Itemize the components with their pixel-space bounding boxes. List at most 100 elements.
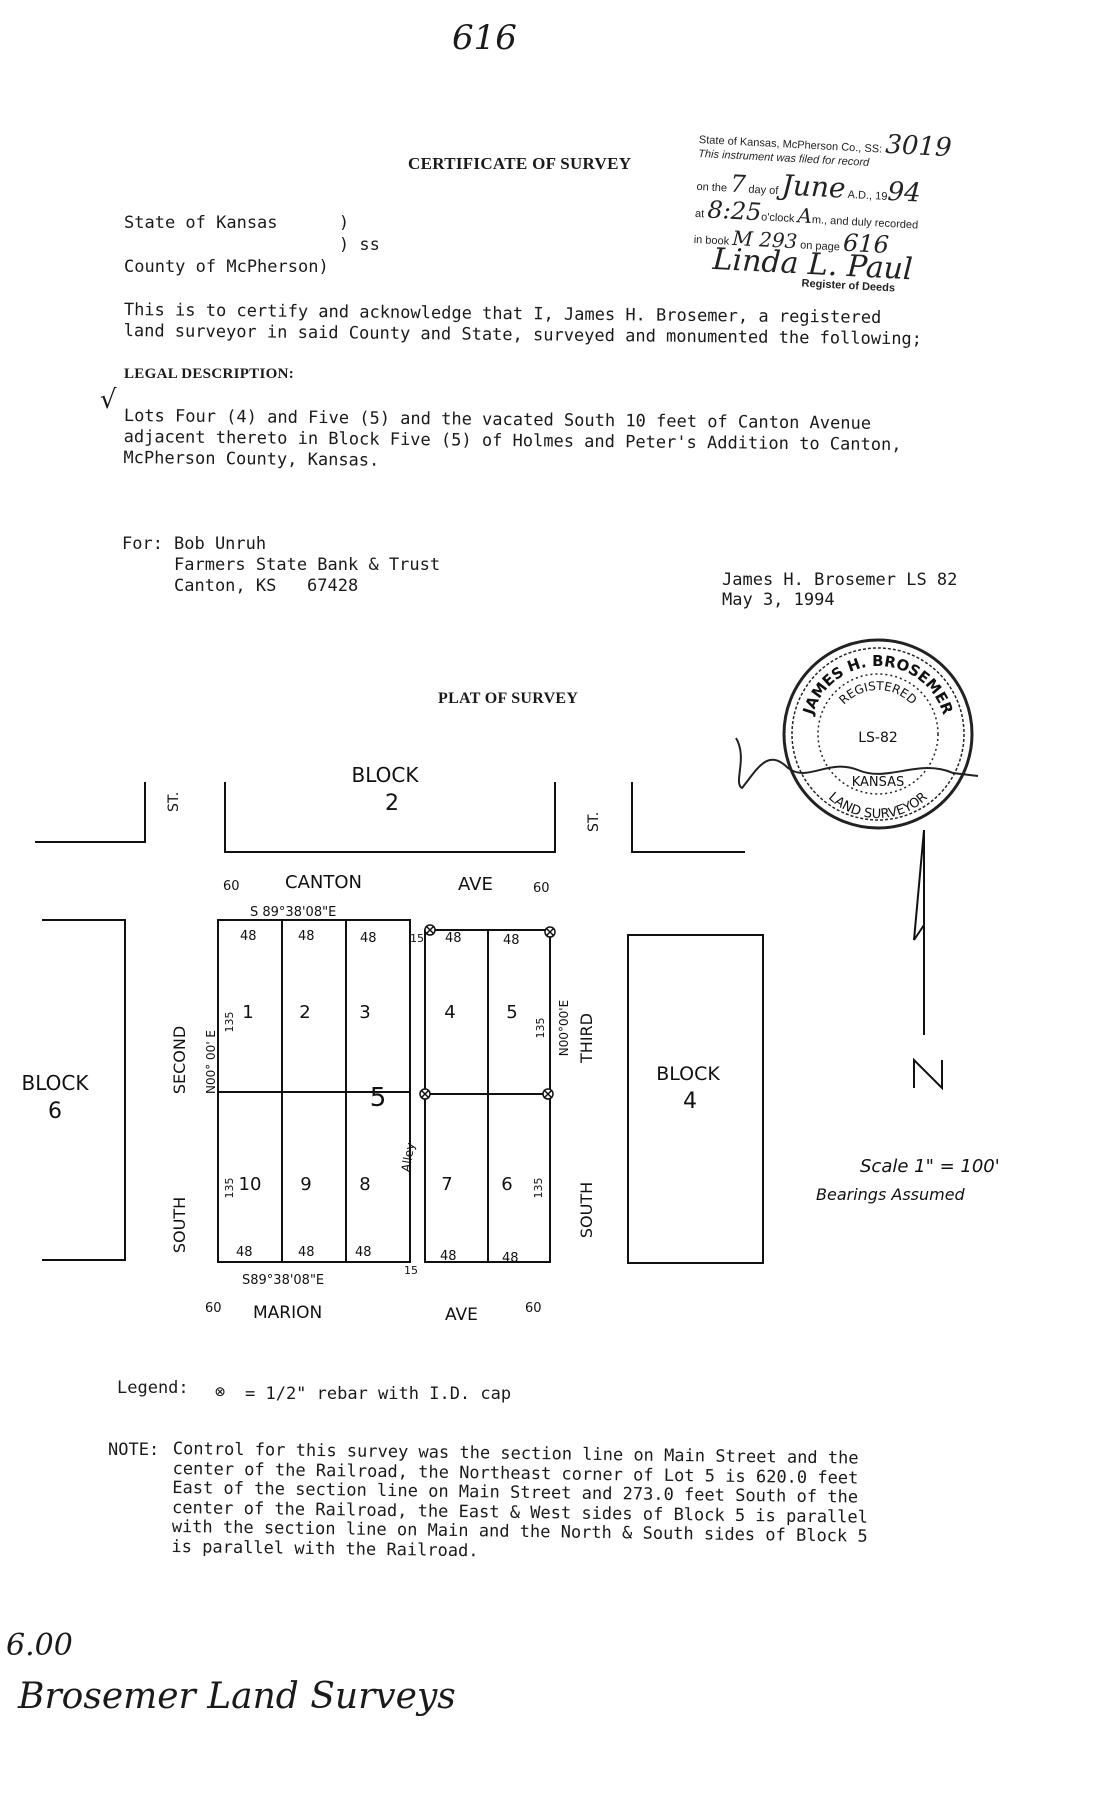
rebar-marker-sw bbox=[419, 1088, 431, 1100]
client-company: Farmers State Bank & Trust bbox=[174, 555, 441, 575]
stamp-line3-mid: day of bbox=[748, 183, 779, 198]
west-bearing: N00° 00' E bbox=[204, 1030, 218, 1094]
east-bearing: N00°00'E bbox=[557, 1000, 571, 1056]
scale-label: Scale 1" = 100' bbox=[860, 1156, 1000, 1177]
block-2-label: BLOCK bbox=[352, 763, 420, 787]
lot-number-2: 2 bbox=[299, 1002, 310, 1023]
marion-width-east: 60 bbox=[525, 1301, 542, 1316]
lot-width-3: 48 bbox=[360, 931, 377, 946]
lot-number-6: 6 bbox=[501, 1174, 512, 1195]
lots-north: 1 2 3 4 5 bbox=[242, 1002, 517, 1023]
lot-width-7: 48 bbox=[440, 1249, 457, 1264]
canton-width-west: 60 bbox=[223, 879, 240, 894]
client-address: Canton, KS 67428 bbox=[174, 576, 359, 596]
lot-width-5: 48 bbox=[503, 933, 520, 948]
marion-ave-name: MARION bbox=[253, 1303, 322, 1320]
lot-number-8: 8 bbox=[359, 1174, 370, 1195]
marion-width-west: 60 bbox=[205, 1301, 222, 1316]
page-number: 616 bbox=[452, 18, 517, 58]
alley-label: Alley bbox=[399, 1142, 418, 1173]
st-label-east: ST. bbox=[586, 812, 602, 832]
lots-south: 10 9 8 7 6 bbox=[239, 1174, 513, 1195]
canton-ave-name: CANTON bbox=[285, 872, 362, 893]
venue-ss: ) ss bbox=[124, 235, 380, 255]
filed-ampm: A bbox=[797, 203, 813, 228]
instrument-number: 3019 bbox=[884, 129, 953, 164]
depth-sw: 135 bbox=[223, 1178, 236, 1199]
block-2-number: 2 bbox=[385, 791, 399, 816]
lot-width-1: 48 bbox=[240, 929, 257, 944]
legal-description-heading: LEGAL DESCRIPTION: bbox=[124, 366, 295, 382]
canton-ave-suffix: AVE bbox=[458, 874, 493, 895]
block-6-label: BLOCK bbox=[22, 1071, 90, 1095]
plat-drawing: BLOCK 2 ST. ST. 60 CANTON AVE 60 S 89°38… bbox=[22, 763, 1000, 1320]
seal-number: LS-82 bbox=[858, 730, 898, 746]
seal-middle-text: REGISTERED bbox=[836, 679, 919, 707]
check-mark: √ bbox=[100, 385, 117, 415]
alley-width-north: 15 bbox=[410, 932, 424, 945]
surveyor-signature bbox=[735, 737, 979, 790]
lot-number-9: 9 bbox=[300, 1174, 311, 1195]
lot-number-1: 1 bbox=[242, 1002, 253, 1023]
recording-fee: 6.00 bbox=[6, 1628, 73, 1663]
north-arrow bbox=[913, 829, 943, 1091]
block-4-outline bbox=[627, 934, 764, 1264]
canton-width-east: 60 bbox=[533, 881, 550, 896]
for-label: For: bbox=[122, 534, 163, 554]
lot-number-3: 3 bbox=[359, 1002, 370, 1023]
plat-title: PLAT OF SURVEY bbox=[438, 690, 579, 707]
block-4-number: 4 bbox=[683, 1089, 697, 1114]
lot-number-10: 10 bbox=[239, 1174, 262, 1195]
client-block: Bob Unruh Farmers State Bank & Trust Can… bbox=[174, 534, 440, 597]
venue-state: State of Kansas ) bbox=[124, 213, 350, 233]
document-title: CERTIFICATE OF SURVEY bbox=[408, 154, 632, 173]
depth-ne: 135 bbox=[534, 1018, 547, 1039]
stamp-line3-suffix: A.D., 19 bbox=[847, 188, 888, 203]
block-2-outline bbox=[224, 782, 556, 853]
surveyor-block: James H. Brosemer LS 82 May 3, 1994 bbox=[722, 570, 957, 610]
stamp-line4-prefix: at bbox=[694, 207, 705, 221]
alley-width-south: 15 bbox=[404, 1264, 418, 1277]
rebar-marker-ne bbox=[544, 926, 556, 938]
lot-width-6: 48 bbox=[502, 1251, 519, 1266]
stamp-line3-prefix: on the bbox=[696, 180, 728, 195]
rebar-marker-se bbox=[542, 1088, 554, 1100]
lot-number-7: 7 bbox=[441, 1174, 452, 1195]
block-5-number: 5 bbox=[370, 1083, 387, 1113]
lot-width-8: 48 bbox=[355, 1245, 372, 1260]
stamp-line4-mid: o'clock bbox=[760, 211, 795, 226]
note-label: NOTE: bbox=[108, 1440, 160, 1460]
return-to-name: Brosemer Land Surveys bbox=[18, 1676, 456, 1717]
surveyor-name: James H. Brosemer LS 82 bbox=[722, 570, 958, 590]
certification-text: This is to certify and acknowledge that … bbox=[123, 300, 923, 350]
filed-day: 7 bbox=[729, 169, 747, 199]
marion-ave-suffix: AVE bbox=[445, 1305, 478, 1320]
survey-date: May 3, 1994 bbox=[722, 590, 835, 610]
depth-se: 135 bbox=[532, 1178, 545, 1199]
lot-number-4: 4 bbox=[444, 1002, 455, 1023]
south-label-east: SOUTH bbox=[577, 1182, 596, 1238]
surveyor-seal: JAMES H. BROSEMER REGISTERED LS-82 KANSA… bbox=[780, 636, 976, 832]
south-bearing: S89°38'08"E bbox=[242, 1273, 324, 1288]
lot-width-4: 48 bbox=[445, 931, 462, 946]
north-bearing: S 89°38'08"E bbox=[250, 905, 336, 920]
st-label-west: ST. bbox=[166, 792, 182, 812]
bearings-assumed: Bearings Assumed bbox=[816, 1185, 966, 1204]
legend-rebar-symbol: ⊗ bbox=[215, 1382, 226, 1402]
nw-lot-lines bbox=[35, 782, 146, 843]
depth-nw: 135 bbox=[223, 1012, 236, 1033]
legend-label: Legend: bbox=[117, 1378, 189, 1398]
venue-county: County of McPherson) bbox=[124, 257, 329, 277]
block-6-outline bbox=[42, 919, 126, 1261]
south-label-west: SOUTH bbox=[170, 1197, 189, 1253]
lot-width-10: 48 bbox=[236, 1245, 253, 1260]
rebar-marker-nw bbox=[424, 924, 436, 936]
lot-number-5: 5 bbox=[506, 1002, 517, 1023]
legal-description-text: Lots Four (4) and Five (5) and the vacat… bbox=[123, 406, 902, 471]
legend-text: = 1/2" rebar with I.D. cap bbox=[245, 1384, 512, 1404]
second-st-label: SECOND bbox=[170, 1026, 189, 1094]
lot-width-9: 48 bbox=[298, 1245, 315, 1260]
block-6-number: 6 bbox=[48, 1099, 62, 1124]
seal-state: KANSAS bbox=[852, 775, 905, 790]
